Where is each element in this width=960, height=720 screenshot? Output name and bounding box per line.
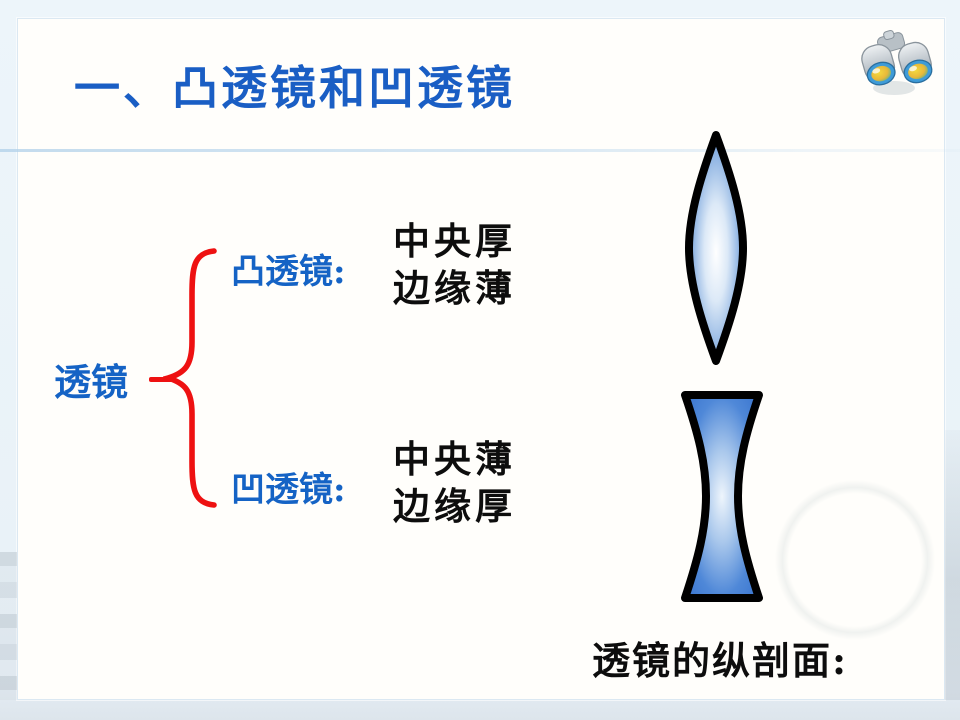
- decorative-horizontal-line: [0, 149, 960, 152]
- background-watermark: [765, 470, 945, 650]
- branch-desc-convex: 中央厚 边缘薄: [393, 218, 516, 312]
- branch-label-convex: 凸透镜:: [231, 252, 346, 292]
- branch-label-concave: 凹透镜:: [231, 470, 346, 510]
- edge-texture-left: [0, 552, 17, 700]
- concave-lens-diagram: [677, 389, 767, 604]
- page-title: 一、凸透镜和凹透镜: [74, 61, 515, 115]
- binoculars-icon: [856, 24, 936, 100]
- branch-desc-concave-line1: 中央薄: [393, 437, 516, 481]
- branch-desc-convex-line1: 中央厚: [393, 219, 516, 263]
- curly-brace: [158, 245, 219, 511]
- brace-connector-line: [149, 377, 173, 382]
- content-panel: [17, 18, 945, 700]
- tree-root-label: 透镜: [54, 360, 128, 404]
- branch-desc-concave: 中央薄 边缘厚: [393, 436, 516, 530]
- lens-section-caption: 透镜的纵剖面:: [592, 638, 849, 683]
- convex-lens-diagram: [680, 129, 752, 367]
- branch-desc-concave-line2: 边缘厚: [393, 484, 516, 528]
- branch-desc-convex-line2: 边缘薄: [393, 266, 516, 310]
- edge-texture-right: [945, 430, 960, 700]
